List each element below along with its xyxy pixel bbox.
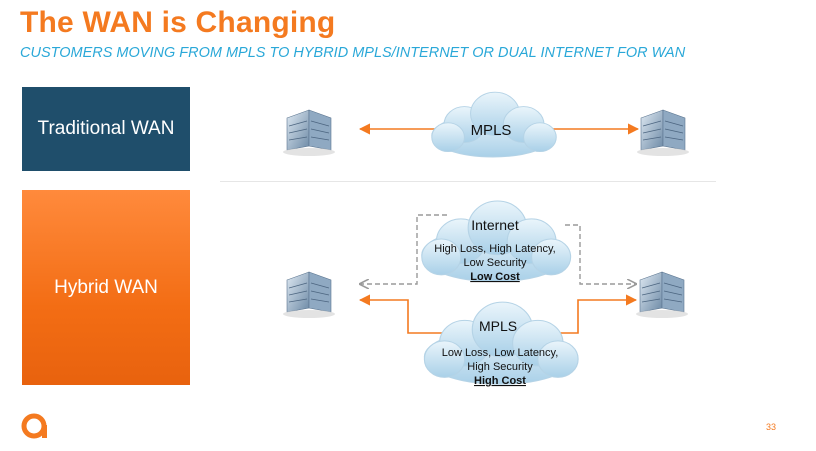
slide-title: The WAN is Changing bbox=[20, 6, 336, 39]
internet-link-right bbox=[565, 224, 636, 284]
hybrid-mpls-cloud-cost: High Cost bbox=[474, 375, 526, 387]
hybrid-wan-box: Hybrid WAN bbox=[22, 190, 190, 385]
page-number: 33 bbox=[765, 422, 776, 432]
row-divider bbox=[220, 181, 716, 182]
hybrid-mpls-link-right bbox=[555, 294, 638, 334]
hybrid-mpls-cloud-line2: High Security bbox=[467, 361, 533, 373]
internet-cloud-line1: High Loss, High Latency, bbox=[434, 243, 555, 255]
internet-cloud-cost: Low Cost bbox=[470, 271, 520, 283]
hybrid-mpls-cloud-title: MPLS bbox=[479, 318, 517, 334]
mpls-cloud-title: MPLS bbox=[471, 122, 512, 139]
office-building-icon bbox=[636, 109, 690, 157]
hybrid-wan-label: Hybrid WAN bbox=[54, 276, 158, 298]
internet-cloud-line2: Low Security bbox=[464, 257, 527, 269]
traditional-wan-label: Traditional WAN bbox=[37, 118, 175, 139]
office-building-icon bbox=[282, 271, 336, 319]
hybrid-mpls-cloud-line1: Low Loss, Low Latency, bbox=[442, 347, 559, 359]
office-building-icon bbox=[635, 271, 689, 319]
internet-link-left bbox=[360, 249, 418, 284]
office-building-icon bbox=[282, 109, 336, 157]
traditional-wan-box: Traditional WAN bbox=[22, 87, 190, 171]
company-logo-icon bbox=[21, 413, 47, 439]
hybrid-mpls-link-left bbox=[358, 294, 442, 334]
internet-cloud-title: Internet bbox=[471, 217, 519, 233]
internet-cloud bbox=[421, 200, 572, 283]
slide-subtitle: CUSTOMERS MOVING FROM MPLS TO HYBRID MPL… bbox=[20, 45, 686, 61]
internet-link-left-top bbox=[416, 214, 447, 249]
